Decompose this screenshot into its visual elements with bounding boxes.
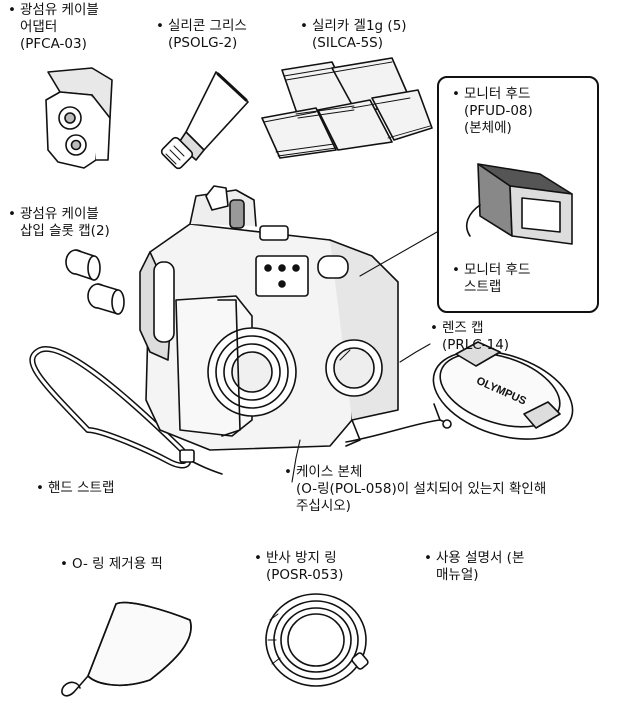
label-fiber-adapter: •광섬유 케이블 어댑터 (PFCA-03) <box>8 2 99 53</box>
lens-cap-drawing <box>345 341 574 443</box>
bullet: • <box>452 86 460 102</box>
bullet: • <box>60 556 68 572</box>
label-line: 어댑터 <box>20 19 58 35</box>
label-line: 실리콘 그리스 <box>168 18 247 34</box>
bullet: • <box>8 206 16 222</box>
label-silica-gel: •실리카 겔1g (5) (SILCA-5S) <box>300 18 407 52</box>
bullet: • <box>452 262 460 278</box>
label-line: 광섬유 케이블 <box>20 206 99 222</box>
label-line: (POSR-053) <box>266 567 344 583</box>
label-silicone-grease: •실리콘 그리스 (PSOLG-2) <box>156 18 247 52</box>
label-line: 렌즈 캡 <box>442 320 484 336</box>
silica-gel-packets-drawing <box>261 57 433 159</box>
bullet: • <box>8 2 16 18</box>
fiber-optic-adapter-drawing <box>45 67 113 169</box>
label-monitor-hood-strap: •모니터 후드 스트랩 <box>452 262 530 296</box>
monitor-hood-drawing <box>465 163 573 245</box>
oring-pick-drawing <box>61 601 192 697</box>
label-lens-cap: •렌즈 캡 (PRLC-14) <box>430 320 509 354</box>
monitor-hood-box <box>437 76 599 313</box>
label-line: 삽입 슬롯 캡(2) <box>20 223 110 239</box>
label-line: 반사 방지 링 <box>266 550 337 566</box>
label-oring-pick: •O- 링 제거용 픽 <box>60 556 163 573</box>
bullet: • <box>284 464 292 480</box>
label-line: (PRLC-14) <box>442 337 510 353</box>
bullet: • <box>254 550 262 566</box>
bullet: • <box>430 320 438 336</box>
label-line: 핸드 스트랩 <box>48 480 115 496</box>
bullet: • <box>300 18 308 34</box>
bullet: • <box>156 18 164 34</box>
label-monitor-hood: •모니터 후드 (PFUD-08) (본체에) <box>452 86 533 137</box>
label-line: (PFCA-03) <box>20 36 87 52</box>
case-body-drawing <box>139 185 399 451</box>
label-line: 주십시오) <box>296 498 351 514</box>
label-line: (본체에) <box>464 120 512 136</box>
label-line: 스트랩 <box>464 279 502 295</box>
label-case-body: •케이스 본체 (O-링(POL-058)이 설치되어 있는지 확인해 주십시오… <box>284 464 546 515</box>
label-line: 모니터 후드 <box>464 86 531 102</box>
slot-caps-drawing <box>65 249 125 315</box>
label-manual: •사용 설명서 (본 매뉴얼) <box>424 550 524 584</box>
label-line: 광섬유 케이블 <box>20 2 99 18</box>
bullet: • <box>36 480 44 496</box>
label-line: (PSOLG-2) <box>168 35 238 51</box>
label-hand-strap: •핸드 스트랩 <box>36 480 114 497</box>
label-line: 모니터 후드 <box>464 262 531 278</box>
bullet: • <box>424 550 432 566</box>
label-line: 매뉴얼) <box>436 567 479 583</box>
label-line: 사용 설명서 (본 <box>436 550 525 566</box>
label-line: O- 링 제거용 픽 <box>72 556 163 572</box>
label-line: (O-링(POL-058)이 설치되어 있는지 확인해 <box>296 481 547 497</box>
label-line: (PFUD-08) <box>464 103 533 119</box>
anti-reflection-ring-drawing <box>265 593 369 687</box>
label-line: 케이스 본체 <box>296 464 363 480</box>
silicone-grease-tube-drawing <box>160 71 249 170</box>
label-line: (SILCA-5S) <box>312 35 384 51</box>
label-slot-cap: •광섬유 케이블 삽입 슬롯 캡(2) <box>8 206 110 240</box>
hand-strap-drawing <box>29 345 223 475</box>
label-line: 실리카 겔1g (5) <box>312 18 407 34</box>
label-anti-reflection-ring: •반사 방지 링 (POSR-053) <box>254 550 343 584</box>
